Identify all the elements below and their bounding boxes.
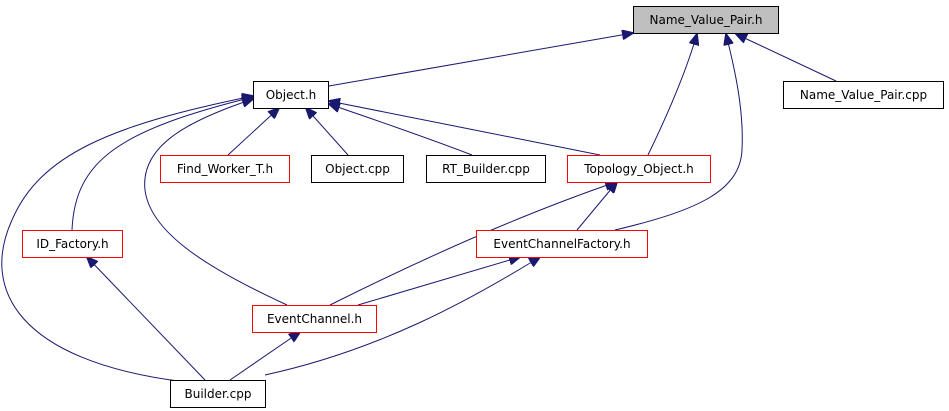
node-label: Name_Value_Pair.cpp — [800, 88, 927, 102]
edge-topology-object-h-to-name-value-pair-h — [647, 34, 697, 156]
node-box — [476, 230, 648, 258]
node-find-worker-t-h[interactable]: Find_Worker_T.h — [160, 155, 290, 183]
node-name-value-pair-h[interactable]: Name_Value_Pair.h — [633, 6, 779, 34]
edge-topology-object-h-to-object-h — [329, 101, 601, 156]
node-label: Object.h — [266, 88, 317, 102]
edge-builder-cpp-to-id-factory-h — [87, 257, 206, 381]
node-box — [253, 81, 329, 109]
node-event-channel-h[interactable]: EventChannel.h — [252, 305, 377, 333]
node-box — [633, 6, 779, 34]
node-label: RT_Builder.cpp — [442, 162, 530, 176]
edge-event-channel-factory-h-to-name-value-pair-h — [614, 34, 743, 231]
node-name-value-pair-cpp[interactable]: Name_Value_Pair.cpp — [783, 81, 944, 109]
node-box — [311, 155, 404, 183]
edge-builder-cpp-to-event-channel-h — [229, 332, 300, 381]
edge-object-h-to-name-value-pair-h — [328, 33, 633, 87]
edge-builder-cpp-to-event-channel-factory-h — [264, 257, 540, 376]
node-id-factory-h[interactable]: ID_Factory.h — [22, 230, 123, 258]
node-box — [160, 155, 290, 183]
edge-event-channel-h-to-topology-object-h — [329, 182, 616, 306]
node-label: Topology_Object.h — [583, 162, 694, 176]
node-label: EventChannel.h — [267, 312, 362, 326]
node-builder-cpp[interactable]: Builder.cpp — [170, 380, 266, 408]
node-box — [426, 155, 546, 183]
edge-event-channel-h-to-event-channel-factory-h — [357, 257, 520, 306]
node-rt-builder-cpp[interactable]: RT_Builder.cpp — [426, 155, 546, 183]
edge-event-channel-factory-h-to-topology-object-h — [576, 182, 617, 231]
edge-event-channel-h-to-object-h — [144, 99, 288, 306]
edge-name-value-pair-cpp-to-name-value-pair-h — [736, 34, 837, 82]
node-topology-object-h[interactable]: Topology_Object.h — [567, 155, 711, 183]
node-label: ID_Factory.h — [36, 237, 108, 251]
edge-rt-builder-cpp-to-object-h — [329, 104, 473, 156]
node-label: Name_Value_Pair.h — [650, 13, 763, 27]
node-object-h[interactable]: Object.h — [253, 81, 329, 109]
node-box — [567, 155, 711, 183]
edge-object-cpp-to-object-h — [306, 108, 349, 156]
edge-id-factory-h-to-object-h — [71, 97, 253, 231]
node-label: Find_Worker_T.h — [177, 162, 273, 176]
node-object-cpp[interactable]: Object.cpp — [311, 155, 404, 183]
node-box — [22, 230, 123, 258]
edges-layer — [1, 33, 837, 382]
node-event-channel-factory-h[interactable]: EventChannelFactory.h — [476, 230, 648, 258]
node-box — [252, 305, 377, 333]
node-label: EventChannelFactory.h — [493, 237, 630, 251]
node-label: Builder.cpp — [185, 387, 252, 401]
edge-find-worker-t-h-to-object-h — [227, 108, 279, 156]
node-label: Object.cpp — [325, 162, 390, 176]
node-box — [170, 380, 266, 408]
node-box — [783, 81, 944, 109]
edge-builder-cpp-to-object-h — [1, 96, 253, 382]
